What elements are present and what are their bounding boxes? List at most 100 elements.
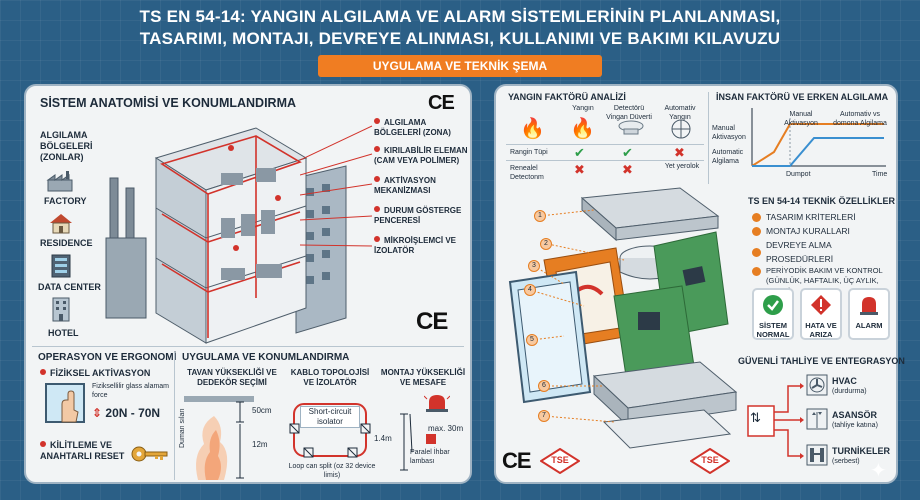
fire-table-rule-2 [506, 160, 704, 161]
ops-title: OPERASYON VE ERGONOMİ [38, 352, 177, 363]
evac-title: GÜVENLİ TAHLİYE VE ENTEGRASYON [738, 356, 905, 366]
status-system-normal: SİSTEM NORMAL [752, 288, 794, 340]
app-title: UYGULAMA VE KONUMLANDIRMA [182, 352, 350, 363]
status-alarm: ALARM [848, 288, 890, 340]
building-type-hotel: HOTEL [48, 328, 79, 338]
callout-number-7: 7 [538, 410, 550, 422]
callout-number-2: 2 [540, 238, 552, 250]
force-range-text: 20N - 70N [105, 406, 161, 420]
evac-people-icon: ⇅ [750, 410, 761, 425]
human-manual-axis: Manual Aktivasyon [712, 125, 746, 141]
fire-row-1: Rangin Tüpi [510, 149, 548, 156]
ceiling-diagram [184, 396, 254, 480]
hvac-fan-icon [806, 374, 828, 396]
fire-yet: Yet yerolok [664, 163, 700, 170]
callout-bullet-4 [374, 206, 380, 212]
callout-bullet-3 [374, 176, 380, 182]
exploded-device-illustration [508, 187, 738, 449]
tech-item-1-text: TASARIM KRİTERLERİ [766, 212, 856, 222]
alarm-beacon-icon [860, 297, 878, 315]
tech-item-1: TASARIM KRİTERLERİ [752, 210, 896, 224]
warning-icon [811, 295, 831, 315]
fire-row-1-cross: ✖ [674, 145, 685, 160]
status-fault-label: HATA VE ARIZA [805, 321, 837, 339]
fire-flame-icon-1: 🔥 [520, 118, 545, 140]
human-auto-axis: Automatic Algilama [712, 149, 744, 165]
human-factor-chart [751, 108, 886, 167]
callout-microprocessor: MİKROİŞLEMCİ VE İZOLATÖR [374, 236, 470, 266]
fire-col-2: Detectörü Vingan Düverti [606, 105, 652, 121]
callout-bullet-5 [374, 236, 380, 242]
tse-mark-2 [690, 448, 730, 474]
lock-reset-bullet [40, 441, 46, 447]
evac-connector-lines [747, 383, 804, 459]
building-type-residence: RESIDENCE [40, 238, 93, 248]
callout-bullet-1 [374, 118, 380, 124]
page-title: TS EN 54-14: YANGIN ALGILAMA VE ALARM Sİ… [0, 6, 920, 50]
smoke-label: Duman sıları [179, 408, 186, 448]
ceiling-title: TAVAN YÜKSEKLİĞİ VE DEDEKÖR SEÇİMİ [187, 368, 277, 387]
callout-activation-text: AKTİVASYON MEKANİZMASI [374, 176, 436, 195]
sprinkler-icon [671, 119, 691, 139]
tech-item-2-text: MONTAJ KURALLARI [766, 226, 850, 236]
ceiling-50cm: 50cm [252, 406, 272, 415]
anatomy-title: SİSTEM ANATOMİSİ VE KONUMLANDIRMA [40, 96, 297, 110]
building-type-data-center: DATA CENTER [38, 282, 101, 292]
tse-mark-1-text: TSE [551, 455, 569, 465]
fire-title: YANGIN FAKTÖRÜ ANALİZİ [508, 92, 626, 102]
tech-item-3-text: DEVREYE ALMA PROSEDÜRLERİ [766, 240, 834, 264]
building-type-factory: FACTORY [44, 196, 87, 206]
force-arrow-icon: ⇕ [92, 406, 103, 420]
callout-zone-text: ALGILAMA BÖLGELERİ (ZONA) [374, 118, 451, 137]
evac-item-elevator: ASANSÖR (tahliye katına) [832, 410, 878, 430]
callout-microprocessor-text: MİKROİŞLEMCİ VE İZOLATÖR [374, 236, 457, 255]
callout-number-1: 1 [534, 210, 546, 222]
evac-turnstile-sub: (serbest) [832, 458, 860, 465]
title-line-2: TASARIMI, MONTAJI, DEVREYE ALINMASI, KUL… [139, 29, 781, 48]
fire-flame-icon-2: 🔥 [570, 118, 595, 140]
callout-number-4: 4 [524, 284, 536, 296]
mount-max: max. 30m [428, 424, 464, 433]
status-system-normal-label: SİSTEM NORMAL [756, 321, 790, 339]
fire-row-2: Renealel Detectonm [510, 165, 544, 181]
fire-row-2-cross-1: ✖ [574, 162, 585, 177]
fire-col-3: Automativ Yangın [664, 105, 696, 121]
callout-breakable: KIRILABİLİR ELEMAN (CAM VEYA POLİMER) [374, 146, 470, 176]
ce-mark-left: CE [416, 308, 448, 335]
status-fault: HATA VE ARIZA [800, 288, 842, 340]
data-center-icon [51, 254, 71, 278]
evac-item-hvac: HVAC (durdurma) [832, 376, 867, 396]
status-alarm-label: ALARM [855, 321, 883, 330]
lock-reset-text: KİLİTLEME VE ANAHTARLI RESET [40, 440, 125, 461]
callout-status-window: DURUM GÖSTERGE PENCERESİ [374, 206, 470, 236]
evac-hvac-label: HVAC [832, 376, 857, 386]
human-auto-top: Automativ vs domona Algilama [833, 111, 887, 127]
key-icon [131, 446, 168, 462]
factory-icon [46, 171, 73, 192]
subtitle-ribbon: UYGULAMA VE TEKNİK ŞEMA [318, 55, 602, 77]
force-range: ⇕ 20N - 70N [92, 406, 160, 420]
residence-icon [50, 214, 72, 234]
turnstile-icon [806, 444, 828, 466]
ce-mark-right: CE [502, 448, 532, 473]
tech-bullet-3 [752, 247, 761, 257]
zones-label: ALGILAMA BÖLGELERİ (ZONLAR) [40, 130, 93, 162]
building-cutaway-illustration [105, 127, 347, 344]
detector-icon [618, 120, 644, 135]
human-manual-top: Manual Aktivasyon [784, 111, 818, 127]
lock-reset: KİLİTLEME VE ANAHTARLI RESET [40, 440, 140, 462]
force-note: Fiziksellilir glass alamam force [92, 383, 170, 399]
human-dumpot: Dumpot [786, 171, 811, 178]
tse-mark-2-text: TSE [701, 455, 719, 465]
evac-hvac-sub: (durdurma) [832, 388, 867, 395]
ops-separator [174, 352, 175, 480]
loop-note: Loop can split (oz 32 device limis) [288, 463, 376, 479]
physical-activation-bullet [40, 369, 46, 375]
elevator-icon [806, 408, 828, 430]
callout-leaders [300, 125, 373, 247]
tse-mark-1 [540, 448, 580, 474]
hotel-icon [52, 297, 70, 322]
physical-activation-text: FİZİKSEL AKTİVASYON [50, 368, 151, 378]
callout-zone: ALGILAMA BÖLGELERİ (ZONA) [374, 118, 470, 146]
human-time: Time [872, 171, 888, 178]
